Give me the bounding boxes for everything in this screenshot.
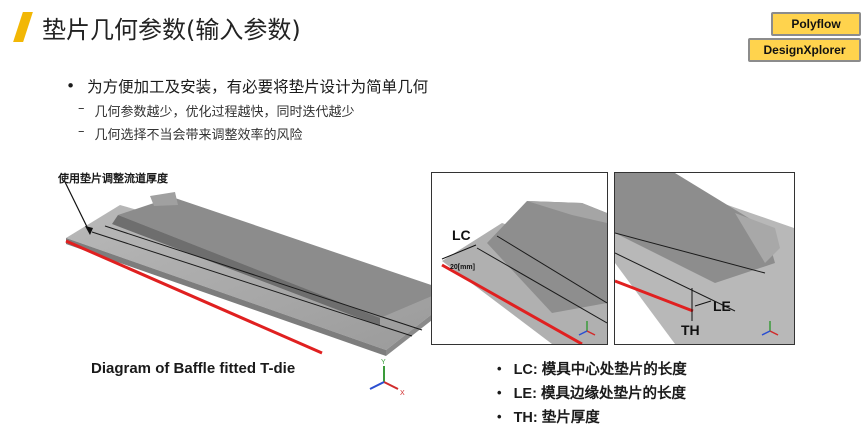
figure-caption: Diagram of Baffle fitted T-die — [91, 360, 296, 377]
baffle-edge — [65, 239, 323, 355]
bullet-sub-text: 几何参数越少，优化过程越快，同时迭代越少 — [94, 105, 355, 120]
lc-detail-figure: LC 20[mm] — [441, 201, 607, 344]
bullet-dot: • — [497, 409, 502, 424]
axis-y-label: Y — [381, 359, 386, 366]
legend-item: • LE: 模具边缘处垫片的长度 — [497, 382, 687, 403]
axis-x-label: X — [400, 390, 405, 397]
legend-text: TH: 垫片厚度 — [513, 410, 600, 426]
dash-marker: – — [78, 101, 85, 116]
callout-arrow — [64, 181, 91, 234]
le-dimension-arrow — [694, 300, 712, 307]
parameter-legend: • LC: 模具中心处垫片的长度 • LE: 模具边缘处垫片的长度 • TH: … — [497, 358, 687, 430]
le-th-detail-figure: LE TH — [615, 173, 794, 344]
polyflow-tag[interactable]: Polyflow — [771, 12, 861, 36]
legend-item: • LC: 模具中心处垫片的长度 — [497, 358, 687, 379]
die-ridge-side — [112, 215, 380, 326]
bullet-list: • 为方便加工及安装，有必要将垫片设计为简单几何 – 几何参数越少，优化过程越快… — [66, 75, 428, 143]
baffle-edge — [615, 279, 694, 313]
bullet-main-text: 为方便加工及安装，有必要将垫片设计为简单几何 — [87, 78, 429, 96]
bullet-sub-1: – 几何参数越少，优化过程越快，同时迭代越少 — [78, 101, 428, 120]
bullet-sub-text: 几何选择不当会带来调整效率的风险 — [94, 128, 303, 143]
legend-text: LE: 模具边缘处垫片的长度 — [513, 386, 686, 402]
bullet-sub-2: – 几何选择不当会带来调整效率的风险 — [78, 124, 428, 143]
bullet-dot: • — [497, 361, 502, 376]
designxplorer-tag[interactable]: DesignXplorer — [748, 38, 861, 62]
axis-triad — [578, 321, 596, 336]
dash-marker: – — [78, 124, 85, 139]
legend-item: • TH: 垫片厚度 — [497, 406, 687, 427]
lc-detail-panel: LC 20[mm] — [431, 172, 608, 345]
th-label: TH — [681, 322, 700, 338]
die-base-side — [66, 238, 386, 356]
le-label: LE — [713, 298, 731, 314]
groove-line — [91, 231, 413, 337]
le-th-detail-panel: LE TH — [614, 172, 795, 345]
bullet-dot: • — [497, 385, 502, 400]
groove-line — [104, 225, 423, 331]
legend-text: LC: 模具中心处垫片的长度 — [513, 362, 687, 378]
page-title: 垫片几何参数(输入参数) — [42, 16, 301, 44]
dimension-label: 20[mm] — [450, 264, 475, 271]
bullet-dot: • — [66, 77, 76, 95]
lc-label: LC — [452, 227, 471, 243]
axis-triad: Y X — [369, 359, 405, 397]
die-ridge-top — [118, 197, 446, 318]
bullet-main: • 为方便加工及安装，有必要将垫片设计为简单几何 — [66, 75, 428, 97]
axis-triad — [761, 321, 779, 336]
callout-label: 使用垫片调整流道厚度 — [58, 172, 168, 185]
die-back-tab — [150, 192, 178, 206]
baffle-edge — [441, 263, 583, 344]
callout-arrowhead — [85, 226, 93, 235]
lc-dimension-arrow — [441, 244, 477, 260]
